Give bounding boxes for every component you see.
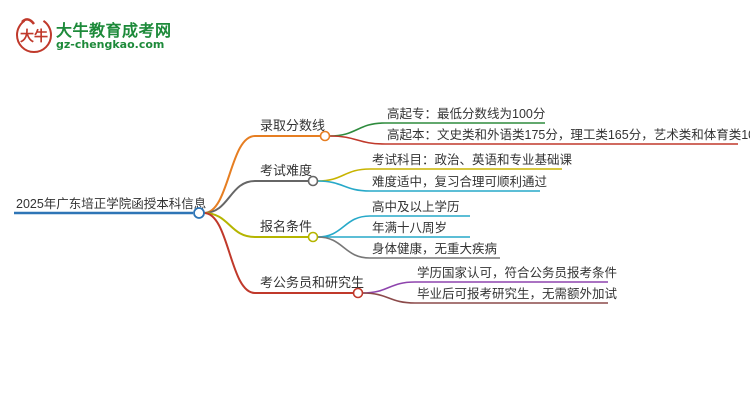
site-logo[interactable]: 大牛 大牛教育成考网 gz-chengkao.com: [14, 14, 171, 54]
leaf-link-4-2: [362, 292, 416, 304]
root-node-circle[interactable]: [193, 207, 205, 219]
branch-label-1: 录取分数线: [260, 118, 325, 133]
leaf-label-4-1: 学历国家认可，符合公务员报考条件: [417, 265, 617, 280]
leaf-label-4-2: 毕业后可报考研究生，无需额外加试: [417, 286, 618, 301]
root-node-label: 2025年广东培正学院函授本科信息: [16, 196, 206, 211]
branch-node-4[interactable]: [352, 287, 364, 299]
leaf-link-4-1: [362, 281, 416, 294]
branch-link-1: [203, 135, 256, 214]
branch-node-2[interactable]: [307, 175, 319, 187]
branch-node-1[interactable]: [319, 130, 331, 142]
bull-logo-icon: 大牛: [16, 17, 52, 53]
leaf-link-2-1: [317, 168, 371, 182]
leaf-link-1-2: [329, 135, 386, 145]
branch-label-4: 考公务员和研究生: [260, 275, 364, 290]
leaf-label-3-2: 年满十八周岁: [372, 220, 447, 235]
leaf-link-3-1: [317, 215, 371, 238]
logo-mark-text: 大牛: [20, 28, 48, 45]
site-url: gz-chengkao.com: [56, 38, 165, 51]
branch-link-2: [203, 180, 256, 214]
leaf-label-3-3: 身体健康，无重大疾病: [372, 241, 497, 256]
mindmap-links: [14, 122, 738, 304]
leaf-label-2-1: 考试科目：政治、英语和专业基础课: [372, 152, 573, 167]
branch-link-3: [203, 212, 256, 238]
leaf-label-3-1: 高中及以上学历: [372, 199, 460, 214]
leaf-label-1-1: 高起专：最低分数线为100分: [387, 106, 545, 121]
leaf-link-2-2: [317, 180, 371, 192]
site-name: 大牛教育成考网: [56, 21, 172, 40]
branch-link-4: [203, 212, 256, 294]
leaf-label-2-2: 难度适中，复习合理可顺利通过: [372, 174, 548, 189]
leaf-link-1-1: [329, 122, 386, 137]
leaf-link-3-3: [317, 236, 371, 259]
branch-label-3: 报名条件: [260, 219, 312, 234]
leaf-label-1-2: 高起本：文史类和外语类175分，理工类165分，艺术类和体育类105分: [387, 127, 750, 142]
branch-node-3[interactable]: [307, 231, 319, 243]
branch-label-2: 考试难度: [260, 163, 312, 178]
mindmap-nodes: 2025年广东培正学院函授本科信息 录取分数线 高起专：最低分数线为100分高起本：…: [16, 106, 750, 301]
